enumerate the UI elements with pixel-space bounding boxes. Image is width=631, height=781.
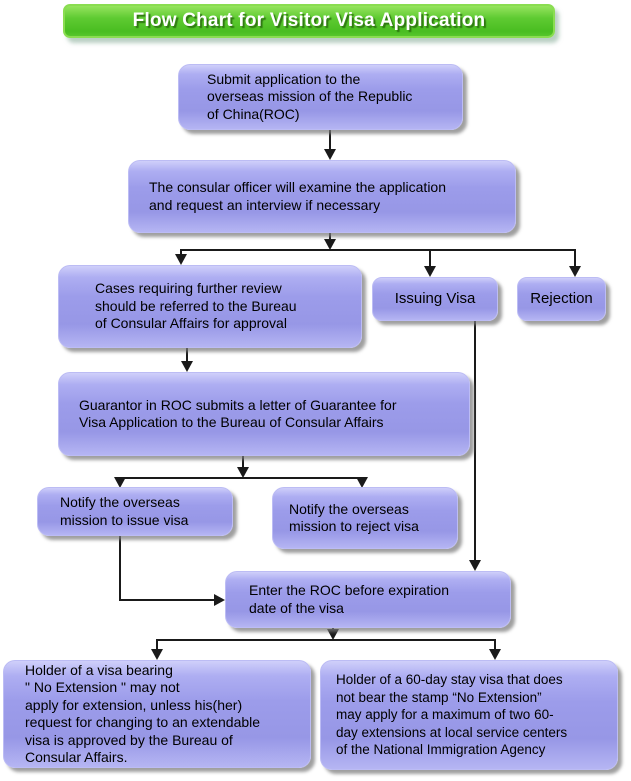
arrowhead-down-icon [181,361,193,372]
arrowhead-down-icon [469,560,481,571]
node-consular-examination: The consular officer will examine the ap… [128,160,516,233]
node-no-extension-visa: Holder of a visa bearing " No Extension … [3,660,311,768]
node-issuing-visa: Issuing Visa [372,277,498,321]
node-enter-roc: Enter the ROC before expiration date of … [225,571,511,628]
arrowhead-down-icon [175,254,187,265]
arrowhead-down-icon [327,629,339,640]
connector-notify-issue-to-enter [119,536,225,606]
node-notify-issue-visa: Notify the overseas mission to issue vis… [37,487,233,536]
arrowhead-down-icon [356,477,368,488]
connector-issuing-to-enter [469,321,481,571]
arrowhead-down-icon [489,649,501,660]
title-banner: Flow Chart for Visitor Visa Application [63,4,555,38]
connector-cases-to-guarantor [181,348,193,372]
connector-submit-to-examine [324,130,336,160]
node-notify-reject-visa: Notify the overseas mission to reject vi… [272,487,458,549]
node-guarantor-letter: Guarantor in ROC submits a letter of Gua… [58,372,470,456]
arrowhead-down-icon [324,239,336,250]
node-submit-application: Submit application to the overseas missi… [178,64,463,130]
arrowhead-down-icon [569,266,581,277]
arrowhead-down-icon [324,149,336,160]
node-rejection: Rejection [517,277,606,321]
connector-enter-branch [151,628,501,660]
arrowhead-down-icon [237,467,249,478]
arrowhead-down-icon [151,649,163,660]
page-title: Flow Chart for Visitor Visa Application [132,10,486,31]
connector-guarantor-branch [114,456,368,488]
arrowhead-down-icon [114,477,126,488]
connector-examine-branch [175,233,581,277]
arrowhead-right-icon [214,594,225,606]
node-further-review: Cases requiring further review should be… [58,265,362,348]
node-sixty-day-visa: Holder of a 60-day stay visa that does n… [320,660,618,770]
arrowhead-down-icon [424,266,436,277]
